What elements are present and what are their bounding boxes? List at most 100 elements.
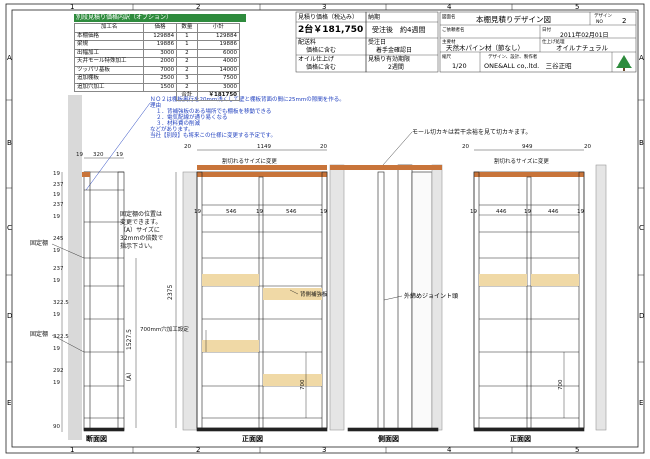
- col-num: 2: [196, 446, 200, 454]
- dim-label: 292: [53, 368, 64, 374]
- dim-label: 19: [320, 209, 327, 215]
- dim-label: 19: [53, 171, 60, 177]
- dim-label: 700: [300, 379, 306, 390]
- dim-label: 322.5: [53, 334, 69, 340]
- col-num: 3: [322, 446, 326, 454]
- cell: 1: [176, 40, 198, 50]
- cell: 追加穴加工: [73, 82, 145, 92]
- cell: 7000: [143, 65, 178, 75]
- lead-value: 受注後 約4週間: [372, 25, 425, 34]
- dim-label: 19: [53, 312, 60, 318]
- dim-label: 19: [577, 209, 584, 215]
- col-num: 1: [70, 446, 74, 454]
- row-letters: A B C D E A B C D E: [6, 54, 644, 407]
- col-num: 5: [575, 3, 579, 11]
- cell: 19886: [196, 40, 240, 50]
- material-value: 天然木パイン材（節なし）: [446, 43, 524, 52]
- view-label-front-2: 正面図: [510, 434, 531, 443]
- side-view: [329, 164, 443, 432]
- row-letter: B: [639, 139, 644, 147]
- dim-label: 546: [286, 209, 297, 215]
- view-label-side: 側面図: [377, 434, 399, 443]
- view-label-section: 断面図: [86, 434, 107, 443]
- fixed-note: 32mmの倍数で: [120, 234, 163, 242]
- delivery-value: 価格に含む: [306, 46, 336, 54]
- cell: 梁規: [73, 40, 145, 50]
- row-letter: A: [639, 54, 644, 62]
- price-table-title: 別段見積り価格内訳（オプション）: [74, 14, 246, 22]
- dim-label: 19: [53, 192, 60, 198]
- cell: 出幅加工: [73, 48, 145, 58]
- dim-label: 446: [548, 209, 559, 215]
- cell: 6000: [196, 48, 240, 58]
- col-header: 数量: [176, 23, 198, 33]
- cell: ツッパリ基板: [73, 65, 145, 75]
- front-view-2: [473, 164, 607, 432]
- cell: 2: [176, 57, 198, 67]
- company-logo: [616, 55, 632, 71]
- notes: ＮＯ２は棚板奥行を20mm浅くして壁と棚板背面の間に25mmの隙間を作る。 理由…: [85, 95, 345, 191]
- design-no-label: デザイン: [594, 12, 612, 19]
- back-brace-label: 背側補強板: [300, 290, 328, 298]
- dim-label: 949: [522, 144, 533, 150]
- cell: 2500: [143, 74, 178, 84]
- cell: 2: [176, 48, 198, 58]
- cell: 2: [176, 82, 198, 92]
- section-vdims: 1527.5 （A） 2375: [126, 172, 177, 428]
- col-num: 3: [322, 3, 326, 11]
- col-num: 1: [70, 3, 74, 11]
- dim-label: 237: [53, 182, 64, 188]
- valid-label: 見積り有効期限: [368, 55, 410, 63]
- total-value: ￥181750: [196, 91, 240, 101]
- note-line: などがあります。: [150, 125, 193, 133]
- row-letter: C: [639, 224, 644, 232]
- section-notes: 固定棚の位置は 変更できます。 （A）サイズに 32mmの倍数で 指示下さい。 …: [30, 210, 163, 353]
- customer-label: ご依頼者名: [442, 26, 465, 33]
- note-line: １．背補強板のある場所でも棚板を移動できる: [156, 107, 271, 115]
- dim-label: 322.5: [53, 300, 69, 306]
- dim-label: （A）: [126, 369, 133, 385]
- dim-label: 700: [558, 379, 564, 390]
- front-view-2-dims: 949 20 20 割切れるサイズに変更 446 446 19 19 19 70…: [462, 144, 591, 418]
- col-header: 加工名: [73, 23, 145, 33]
- finish-value: オイルナチュラル: [556, 44, 609, 52]
- dim-label: 20: [584, 144, 591, 150]
- price-value: 2台￥181,750: [298, 23, 363, 35]
- dim-label: 19: [524, 209, 531, 215]
- dim-label: 19: [76, 152, 83, 158]
- cell: 129884: [196, 31, 240, 41]
- dim-label: 20: [462, 144, 469, 150]
- dim-label: 19: [194, 209, 201, 215]
- view-label-front-1: 正面図: [242, 434, 263, 443]
- cell: 天井モール特殊加工: [73, 57, 145, 67]
- dim-label: 237: [53, 266, 64, 272]
- cell: 14000: [196, 65, 240, 75]
- row-letter: E: [639, 399, 643, 407]
- note-line: ＮＯ２は棚板奥行を20mm浅くして壁と棚板背面の間に25mmの隙間を作る。: [150, 95, 345, 103]
- note-line: 当社【別段】も将来この仕様に変更する予定です。: [150, 131, 276, 139]
- cell: 3: [176, 74, 198, 84]
- col-num: 4: [447, 3, 452, 11]
- cell: 1: [176, 31, 198, 41]
- date-label: 日付: [542, 26, 551, 33]
- cut-size-label: 割切れるサイズに変更: [222, 157, 277, 165]
- front-view-1: [182, 165, 328, 432]
- dim-label: 1527.5: [126, 329, 133, 350]
- note-line: ３．材料費の削減: [156, 119, 201, 127]
- dim-label: 19: [53, 380, 60, 386]
- price-label: 見積り価格（税込み）: [298, 13, 358, 21]
- cell: 1500: [143, 82, 178, 92]
- dim-label: 19: [53, 248, 60, 254]
- design-no: 2: [622, 17, 626, 25]
- fixed-note: 指示下さい。: [120, 242, 156, 250]
- estimate-block: 見積り価格（税込み） 2台￥181,750 配送料 価格に含む オイル仕上げ 価…: [295, 11, 439, 73]
- fixed-note: 固定棚の位置は: [120, 210, 162, 218]
- table-header-row: 加工名 価格 数量 小計: [73, 23, 240, 33]
- scale-label: 縮尺: [442, 53, 451, 60]
